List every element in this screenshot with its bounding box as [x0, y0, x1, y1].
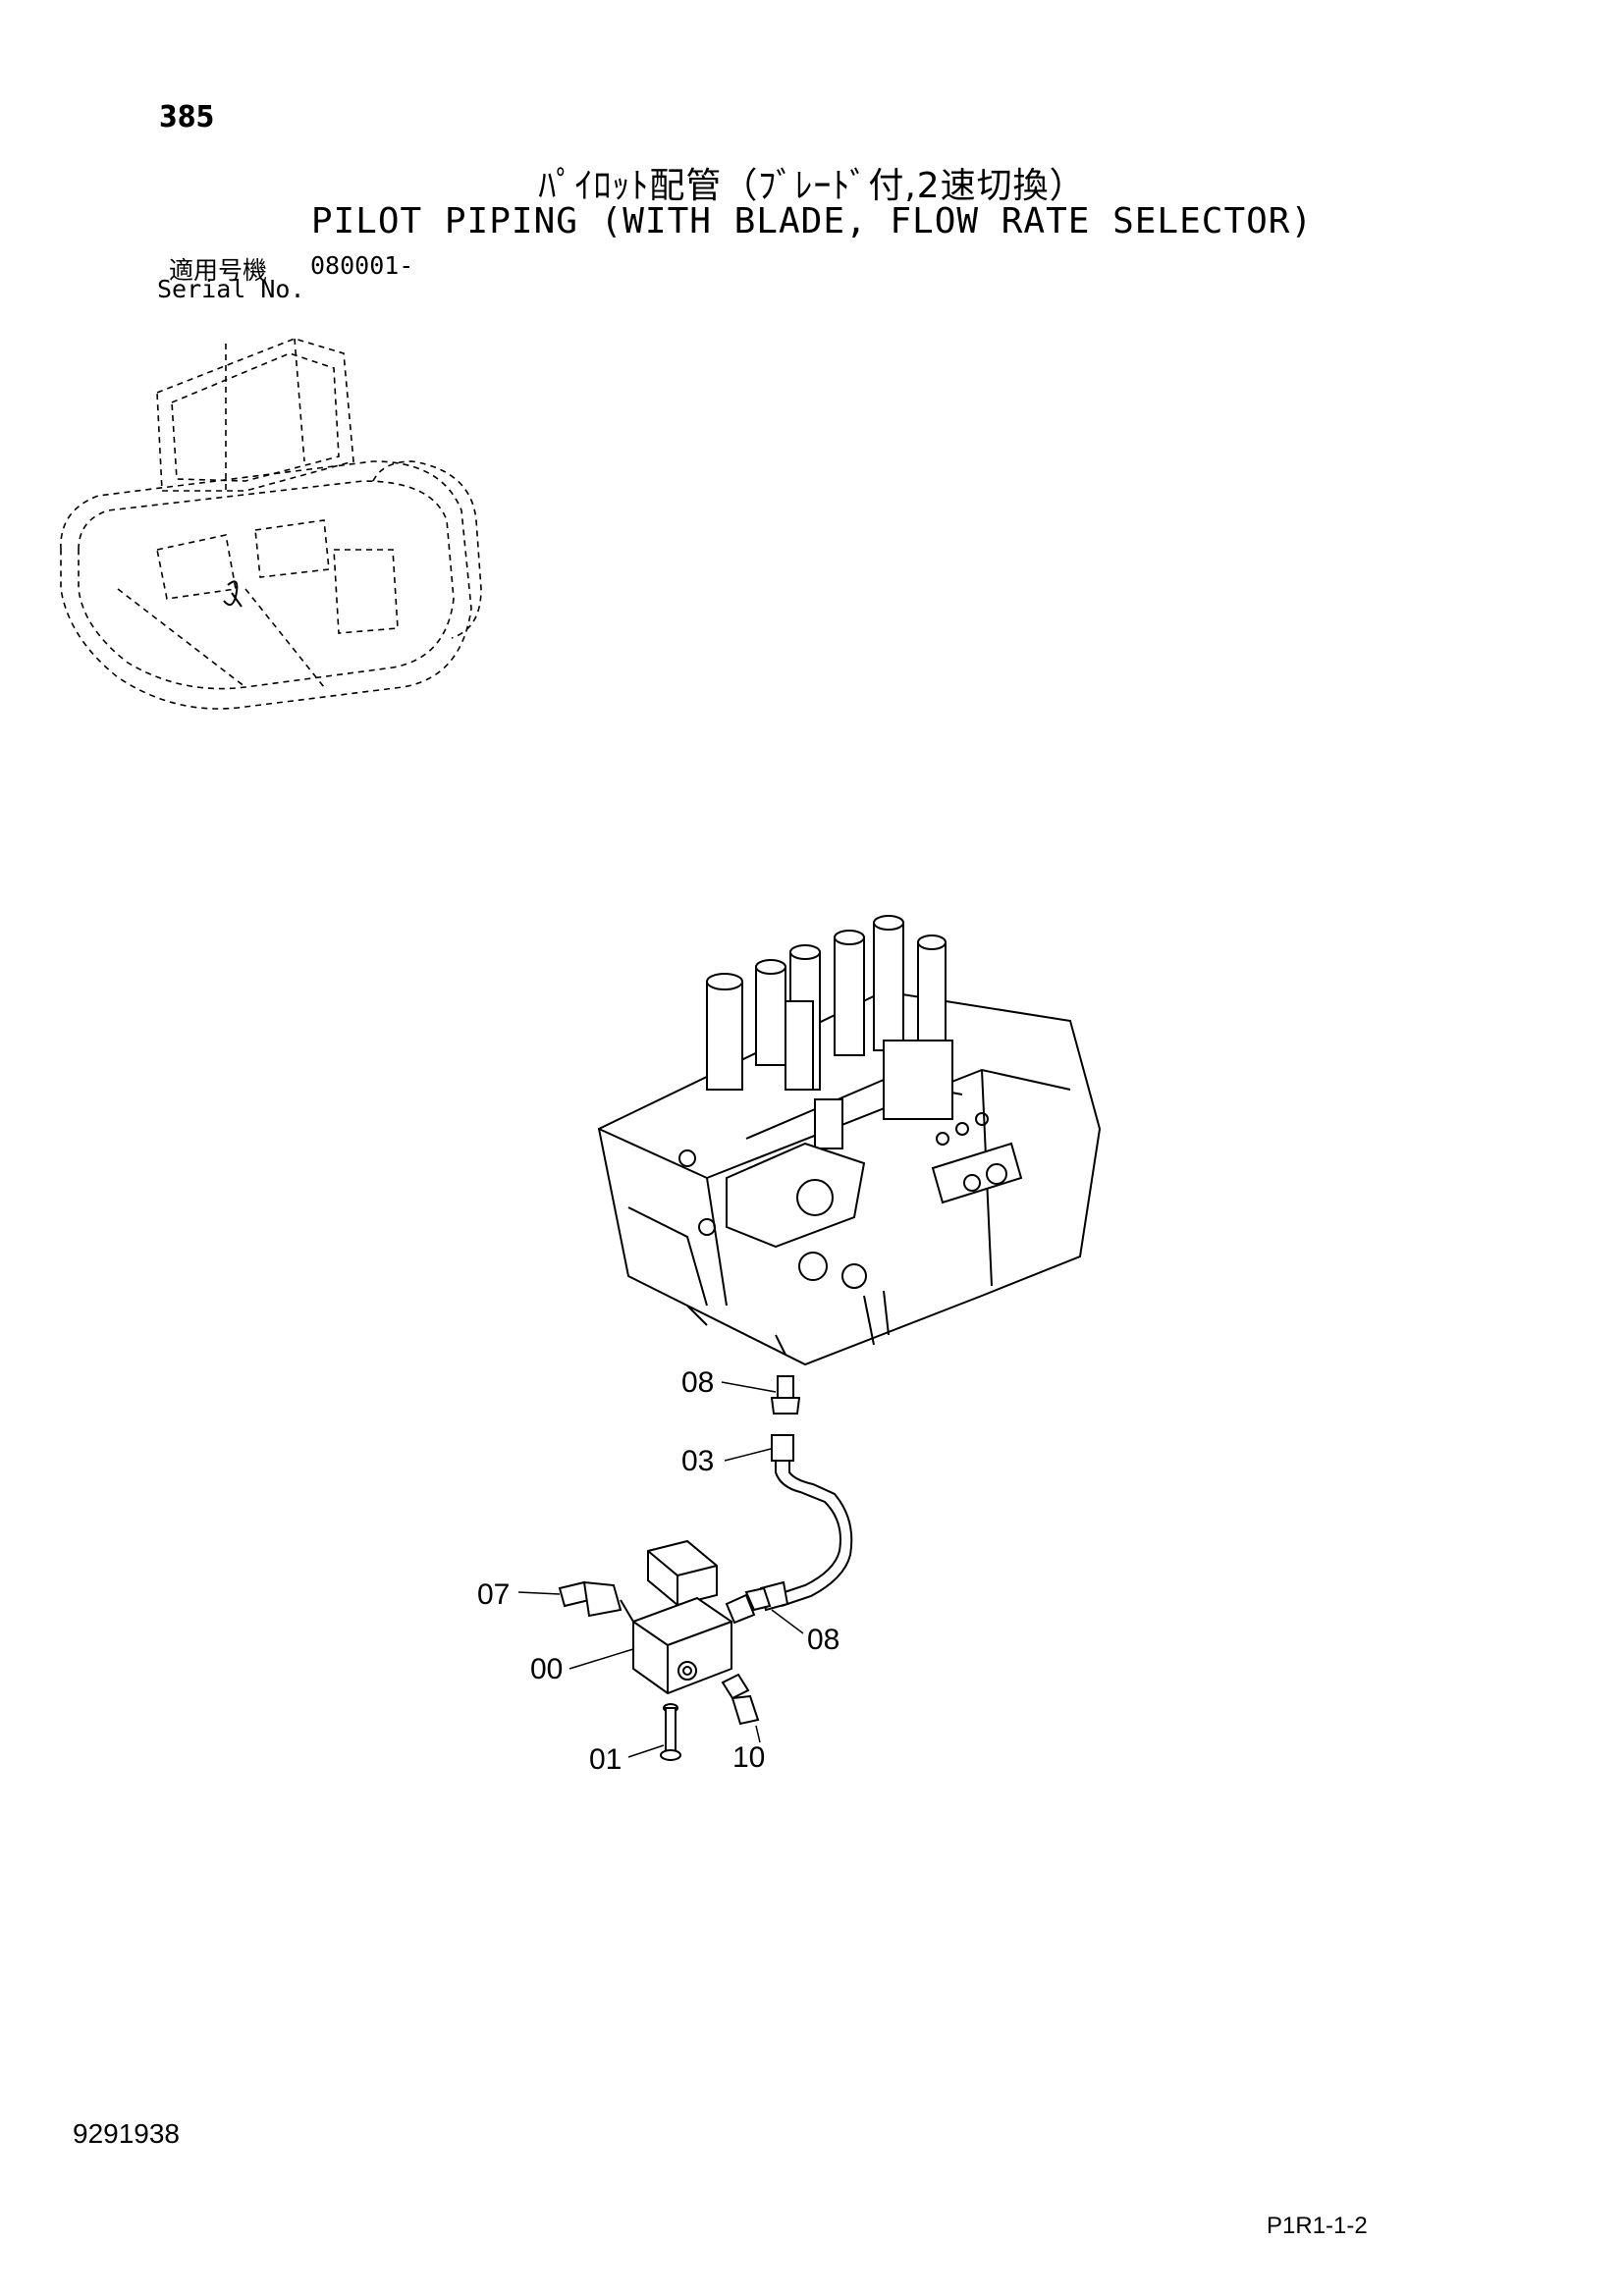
callout-03: 03 — [681, 1445, 714, 1477]
title-japanese: ﾊﾟｲﾛｯﾄ配管（ﾌﾞﾚｰﾄﾞ付,2速切換） — [538, 166, 1086, 206]
serial-label-japanese: 適用号機 — [169, 256, 268, 285]
title-english: PILOT PIPING (WITH BLADE, FLOW RATE SELE… — [310, 201, 1314, 241]
part-10-elbow-fitting — [721, 1673, 760, 1726]
part-00-block — [632, 1596, 732, 1695]
callout-01: 01 — [589, 1743, 622, 1776]
page-number: 385 — [159, 100, 215, 134]
leader-lines — [517, 1381, 804, 1758]
page-code: P1R1-1-2 — [1267, 2213, 1368, 2239]
callout-00: 00 — [530, 1653, 563, 1685]
bracket — [647, 1539, 718, 1607]
part-01-bolt — [660, 1703, 681, 1761]
serial-number-range: 080001- — [310, 251, 414, 280]
part-08-lower-adapter — [725, 1586, 772, 1625]
control-valve-assembly — [597, 915, 1102, 1366]
part-03-hose — [759, 1434, 853, 1612]
machine-locator-thumbnail — [60, 338, 482, 710]
serial-label-english: Serial No. — [157, 275, 305, 303]
callout-07: 07 — [477, 1578, 510, 1611]
part-07-fitting — [558, 1580, 634, 1623]
part-08-upper-adapter — [770, 1375, 801, 1415]
callout-08-upper: 08 — [681, 1366, 714, 1399]
callout-08-lower: 08 — [807, 1624, 839, 1656]
document-number: 9291938 — [73, 2118, 181, 2149]
callout-10: 10 — [732, 1741, 765, 1774]
